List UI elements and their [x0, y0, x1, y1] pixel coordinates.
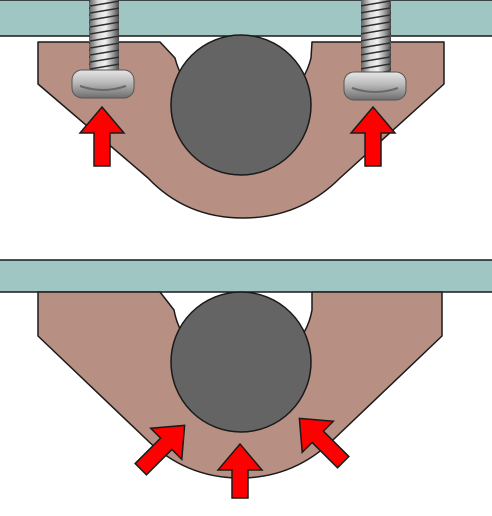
force-arrow-icon [216, 442, 264, 499]
surface-plate [0, 259, 492, 293]
panel-bottom [0, 259, 492, 499]
rod [170, 291, 312, 433]
screw-icon [71, 0, 135, 99]
force-arrow-icon [298, 417, 350, 469]
force-arrow-icon [78, 105, 126, 167]
rod [170, 34, 312, 176]
force-arrow-icon [349, 105, 397, 167]
surface-plate [0, 0, 492, 37]
panel-top [0, 0, 492, 219]
force-arrow-icon [134, 424, 186, 476]
screw-icon [343, 0, 407, 101]
